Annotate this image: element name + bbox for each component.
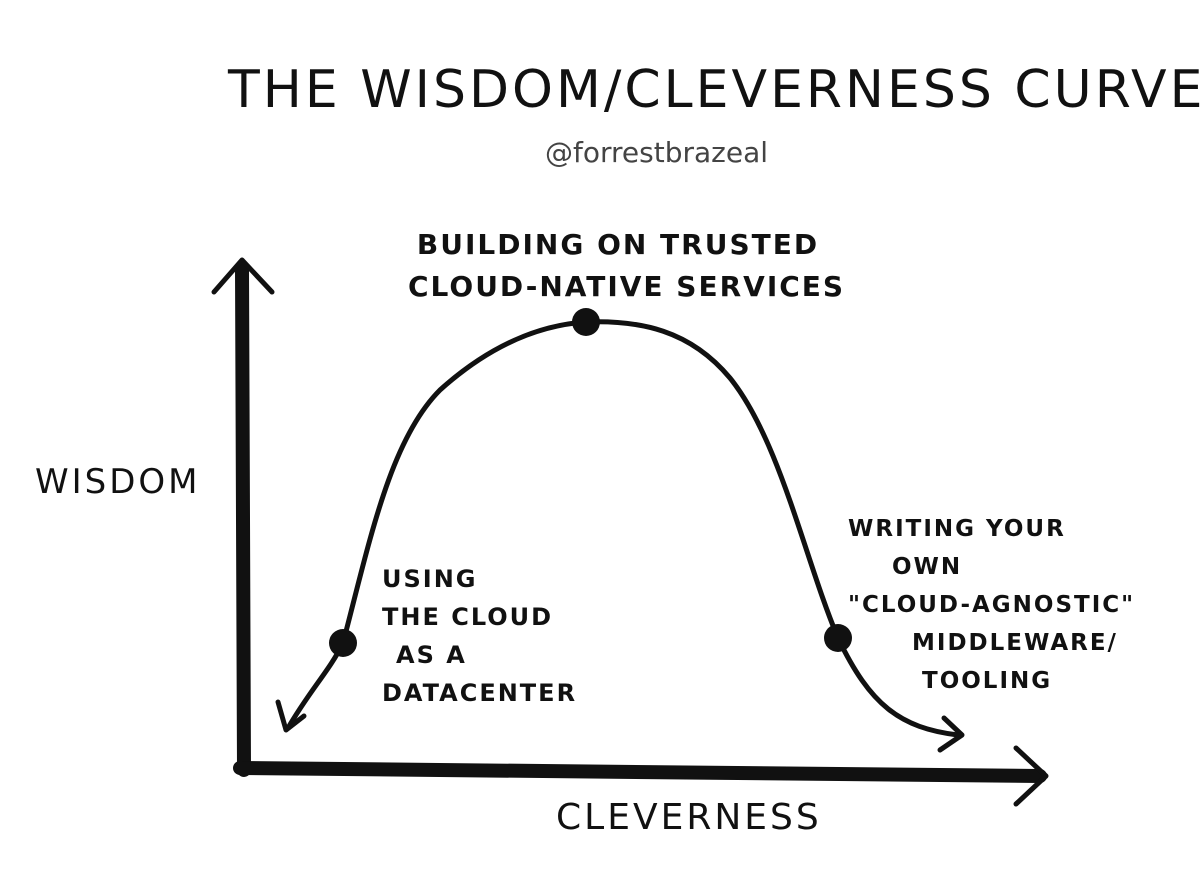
point-left-label-line: DATACENTER: [382, 679, 578, 707]
point-right-label-line: TOOLING: [922, 668, 1053, 694]
point-left-label-line: AS A: [396, 641, 467, 669]
point-left-label-line: USING: [382, 565, 478, 593]
curve-left-arrowhead: [275, 699, 307, 733]
curve-right-arrowhead: [937, 715, 965, 753]
point-right-dot: [824, 624, 852, 652]
x-axis-line: [233, 761, 1047, 783]
point-right-label-line: OWN: [892, 554, 963, 580]
point-peak-label-line: CLOUD-NATIVE SERVICES: [408, 270, 846, 303]
y-axis-line: [235, 261, 251, 777]
diagram-title: THE WISDOM/CLEVERNESS CURVE: [228, 60, 1200, 120]
y-axis-arrowhead: [211, 257, 275, 295]
author-handle: @forrestbrazeal: [545, 136, 769, 169]
point-left-label: USING THE CLOUD AS A DATACENTER: [382, 560, 577, 712]
point-left-dot: [329, 629, 357, 657]
point-peak-dot: [572, 308, 600, 336]
point-right-label-line: WRITING YOUR: [848, 516, 1066, 542]
point-peak-label-line: BUILDING ON TRUSTED: [416, 228, 820, 261]
point-right-label-line: "CLOUD-AGNOSTIC": [848, 592, 1136, 618]
point-left-label-line: THE CLOUD: [382, 603, 554, 631]
point-peak-label: BUILDING ON TRUSTED CLOUD-NATIVE SERVICE…: [408, 224, 846, 308]
x-axis-arrowhead: [1013, 745, 1049, 807]
point-right-label-line: MIDDLEWARE/: [912, 630, 1118, 656]
y-axis-label: WISDOM: [35, 462, 201, 502]
point-right-label: WRITING YOUR OWN "CLOUD-AGNOSTIC" MIDDLE…: [848, 510, 1135, 700]
x-axis-label: CLEVERNESS: [556, 797, 822, 838]
